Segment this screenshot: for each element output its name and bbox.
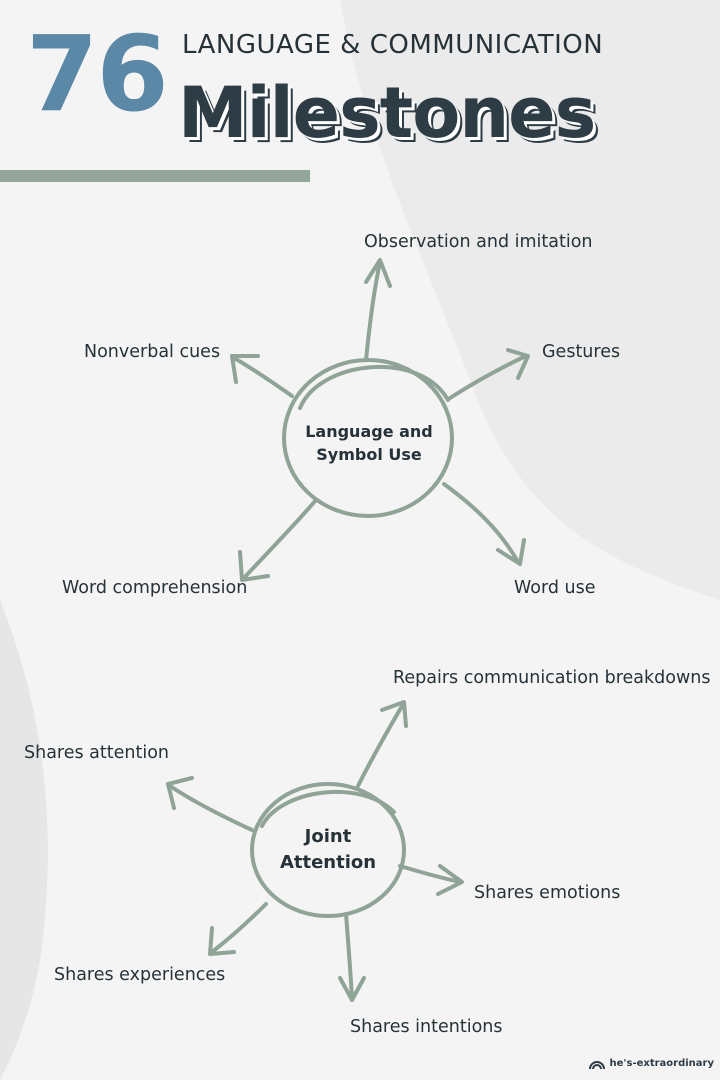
center-label-line-1: Joint — [304, 826, 352, 847]
branch-label-nonverbal-cues: Nonverbal cues — [84, 342, 221, 362]
branch-label-shares-intentions: Shares intentions — [350, 1017, 503, 1037]
branch-label-repairs: Repairs communication breakdowns — [393, 668, 711, 688]
milestone-count: 76 — [26, 13, 169, 135]
arrow-nonverbal — [230, 354, 294, 398]
center-circle-2 — [250, 782, 406, 918]
center-label-line-1: Language and — [305, 422, 433, 441]
arrow-gestures — [448, 348, 530, 400]
center-label-joint-attention: Joint Attention — [258, 824, 398, 876]
center-label-line-2: Symbol Use — [316, 445, 422, 465]
brand-name: he's-extraordinary — [609, 1058, 714, 1069]
arrow-shares-experiences — [208, 902, 268, 956]
arrow-repairs — [356, 700, 408, 788]
branch-label-word-comprehension: Word comprehension — [62, 578, 248, 598]
page-title: Milestones — [178, 72, 596, 154]
branch-label-observation: Observation and imitation — [364, 232, 593, 252]
branch-label-word-use: Word use — [514, 578, 596, 598]
subtitle: LANGUAGE & COMMUNICATION — [182, 30, 604, 60]
branch-label-shares-experiences: Shares experiences — [54, 965, 226, 985]
title-underline-bar — [0, 170, 310, 182]
rainbow-icon — [588, 1061, 605, 1070]
arrow-observation — [364, 258, 392, 362]
arrow-word-use — [442, 482, 526, 566]
branch-label-shares-attention: Shares attention — [24, 743, 170, 763]
arrow-shares-attention — [166, 776, 254, 832]
branch-label-shares-emotions: Shares emotions — [474, 883, 621, 903]
center-label-line-2: Attention — [279, 852, 377, 874]
branch-label-gestures: Gestures — [542, 342, 621, 362]
arrow-word-comprehension — [238, 498, 318, 582]
brand-logo: he's-extraordinary — [588, 1058, 714, 1070]
arrow-shares-intentions — [338, 912, 366, 1002]
center-label-language-symbol-use: Language and Symbol Use — [292, 420, 446, 466]
arrow-shares-emotions — [398, 864, 464, 896]
